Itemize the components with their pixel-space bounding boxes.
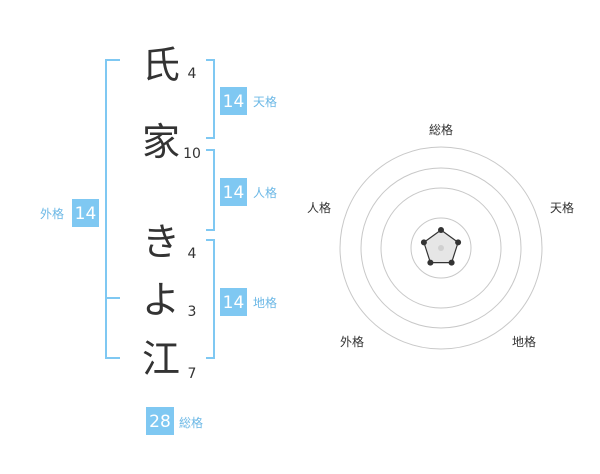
soukaku-badge-box bbox=[146, 407, 174, 435]
name-char-1: 氏 bbox=[142, 43, 180, 87]
jinkaku-value: 14 bbox=[223, 183, 245, 203]
jinkaku-badge-box bbox=[220, 178, 247, 206]
name-char-4: よ bbox=[142, 278, 180, 322]
radar-point-gaikaku bbox=[427, 259, 434, 266]
chikaku-value: 14 bbox=[223, 293, 245, 313]
radar-ring-1 bbox=[410, 217, 472, 279]
radar-axis-label-chikaku: 地格 bbox=[512, 334, 536, 349]
radar-axis-label-jinkaku: 人格 bbox=[307, 200, 331, 215]
radar-center-dot bbox=[438, 245, 444, 251]
name-char-2: 家 bbox=[142, 120, 180, 164]
jinkaku-badge: 14 人格 bbox=[220, 178, 277, 206]
jinkaku-label: 人格 bbox=[253, 185, 277, 200]
stroke-count-5: 7 bbox=[188, 366, 197, 382]
tenkaku-bracket bbox=[206, 59, 215, 139]
radar-ring-2 bbox=[380, 187, 502, 309]
gaikaku-label: 外格 bbox=[40, 206, 64, 221]
name-char-3: き bbox=[142, 220, 180, 264]
soukaku-badge: 28 総格 bbox=[146, 407, 203, 435]
radar-ring-3 bbox=[360, 167, 522, 329]
stroke-count-1: 4 bbox=[188, 66, 197, 82]
radar-axis-label-tenkaku: 天格 bbox=[550, 200, 574, 215]
gaikaku-badge-box bbox=[72, 199, 99, 227]
radar-point-soukaku bbox=[438, 227, 444, 233]
tenkaku-badge: 14 天格 bbox=[220, 87, 277, 115]
soukaku-label: 総格 bbox=[179, 415, 203, 430]
gaikaku-bracket bbox=[105, 59, 120, 359]
tenkaku-badge-box bbox=[220, 87, 247, 115]
radar-value-points bbox=[420, 227, 462, 266]
stroke-count-4: 3 bbox=[188, 304, 197, 320]
fortune-radar-chart: 総格 天格 地格 外格 人格 bbox=[307, 122, 574, 350]
radar-point-chikaku bbox=[448, 259, 455, 266]
tenkaku-label: 天格 bbox=[253, 94, 277, 109]
radar-axis-label-gaikaku: 外格 bbox=[340, 334, 364, 349]
soukaku-value: 28 bbox=[149, 412, 171, 432]
gaikaku-value: 14 bbox=[75, 204, 97, 224]
stroke-count-2: 10 bbox=[183, 146, 201, 162]
chikaku-badge: 14 地格 bbox=[220, 288, 277, 316]
radar-point-tenkaku bbox=[455, 239, 462, 246]
radar-point-jinkaku bbox=[420, 239, 427, 246]
name-char-5: 江 bbox=[142, 337, 180, 381]
chikaku-label: 地格 bbox=[253, 295, 277, 310]
jinkaku-bracket bbox=[206, 149, 215, 231]
stroke-count-3: 4 bbox=[188, 246, 197, 262]
radar-ring-4 bbox=[339, 146, 543, 350]
chikaku-badge-box bbox=[220, 288, 247, 316]
chikaku-bracket bbox=[206, 239, 215, 359]
gaikaku-badge: 外格 14 bbox=[40, 199, 99, 227]
radar-axis-label-soukaku: 総格 bbox=[429, 122, 453, 137]
tenkaku-value: 14 bbox=[223, 92, 245, 112]
